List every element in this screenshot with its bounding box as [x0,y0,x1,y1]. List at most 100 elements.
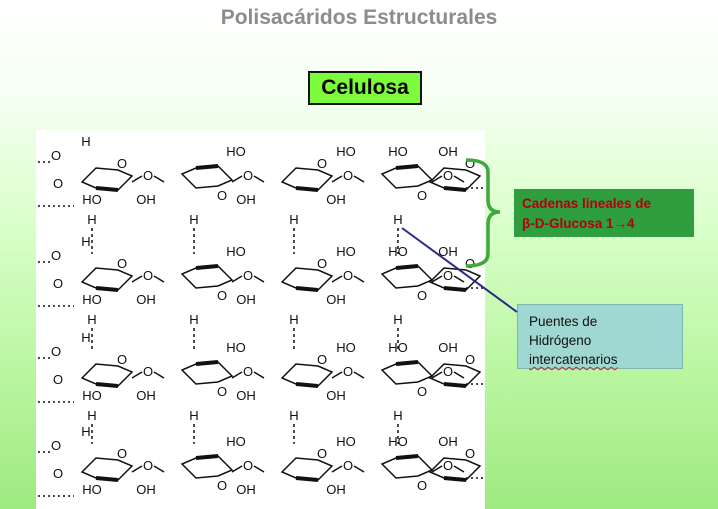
glucose-ring [280,167,334,191]
glycosidic-bond [131,275,143,283]
linear-chains-line1: Cadenas lineales de [522,196,652,211]
glycosidic-bond [231,465,243,473]
hydroxyl-oh-label: OH [136,192,156,207]
glycosidic-bond [453,275,465,283]
glycosidic-oxygen-label: O [343,458,353,473]
glycosidic-oxygen-label: O [443,268,453,283]
ring-oxygen-label: O [217,188,227,203]
bridging-hydrogen-label: H [289,408,298,423]
glucose-ring [280,457,334,481]
hydroxyl-ho-label: HO [226,434,246,449]
hydroxyl-ho-label: HO [388,434,408,449]
hydroxyl-ho-label: HO [336,244,356,259]
glycosidic-oxygen-label: O [443,458,453,473]
glycosidic-oxygen-label: O [143,458,153,473]
hydroxyl-oh-label: OH [136,482,156,497]
primary-oxygen-label: O [53,276,63,291]
hydrogen-bonds-line3: intercatenarios [529,352,618,367]
ring-front-edge [195,360,219,366]
hydroxyl-ho-label: HO [336,434,356,449]
hydroxyl-oh-label: OH [136,292,156,307]
glycosidic-oxygen-label: O [443,364,453,379]
glucose-ring [280,363,334,387]
glycosidic-oxygen-label: O [343,168,353,183]
glucose-ring [180,455,234,479]
glycosidic-oxygen-label: O [143,168,153,183]
glucose-ring [380,455,434,479]
hydroxyl-oh-label: OH [438,244,458,259]
hydroxyl-oh-label: OH [326,482,346,497]
bridging-hydrogen-label: H [189,312,198,327]
hydroxyl-oh-label: OH [236,482,256,497]
glycosidic-bond [131,175,143,183]
hydrogen-label: H [81,424,90,439]
glycosidic-bond [331,175,343,183]
ring-front-edge [295,476,319,482]
page-title: Polisacáridos Estructurales [220,6,498,29]
hydrogen-bonds-line1: Puentes de [529,314,598,329]
linear-chains-line2: β-D-Glucosa 1→4 [522,216,635,231]
ring-front-edge [395,360,419,366]
glycosidic-oxygen-label: O [243,364,253,379]
ring-front-edge [395,164,419,170]
glycosidic-bond [253,465,265,473]
ring-front-edge [443,286,467,292]
ring-oxygen-label: O [417,288,427,303]
hydroxyl-oh-label: OH [326,192,346,207]
ring-front-edge [443,186,467,192]
glucose-ring [280,267,334,291]
hydroxyl-oh-label: OH [438,144,458,159]
hydroxyl-oh-label: OH [326,388,346,403]
primary-oxygen-label: O [53,372,63,387]
ring-front-edge [443,382,467,388]
glycosidic-bond [453,371,465,379]
ring-front-edge [195,264,219,270]
glucose-ring [380,361,434,385]
bridging-hydrogen-label: H [289,212,298,227]
glucose-ring [180,265,234,289]
celulosa-label-box: Celulosa [308,71,422,105]
ring-front-edge [295,286,319,292]
hydroxyl-oh-label: OH [438,340,458,355]
ring-front-edge [95,186,119,192]
primary-oxygen-label: O [53,466,63,481]
bridging-hydrogen-label: H [189,408,198,423]
ring-oxygen-label: O [317,156,327,171]
hydrogen-label: H [81,134,90,149]
hydroxyl-ho-label: HO [388,244,408,259]
hydroxyl-ho-label: HO [336,144,356,159]
hydrogen-bonds-line2: Hidrógeno [529,333,592,348]
ring-oxygen-label: O [465,446,475,461]
bridging-hydrogen-label: H [393,408,402,423]
glucose-ring [380,265,434,289]
hydroxyl-ho-label: HO [226,244,246,259]
glycosidic-bond [431,175,443,183]
primary-oxygen-label: O [53,176,63,191]
ring-oxygen-label: O [117,446,127,461]
glycosidic-bond [453,465,465,473]
ring-oxygen-label: O [465,256,475,271]
ring-oxygen-label: O [465,156,475,171]
primary-oxygen-label: O [51,248,61,263]
ring-front-edge [195,454,219,460]
glycosidic-bond [253,371,265,379]
glucose-ring [80,363,134,387]
hydrogen-label: H [81,234,90,249]
glycosidic-bond [431,371,443,379]
primary-oxygen-label: O [51,344,61,359]
ring-front-edge [295,382,319,388]
hydroxyl-ho-label: HO [388,144,408,159]
glucose-ring [80,167,134,191]
ring-oxygen-label: O [465,352,475,367]
hydroxyl-ho-label: HO [82,388,102,403]
glycosidic-bond [131,371,143,379]
hydroxyl-ho-label: HO [82,192,102,207]
glucose-ring [180,165,234,189]
glycosidic-bond [153,465,165,473]
ring-front-edge [195,164,219,170]
hydroxyl-oh-label: OH [236,292,256,307]
glycosidic-bond [353,275,365,283]
ring-oxygen-label: O [217,384,227,399]
